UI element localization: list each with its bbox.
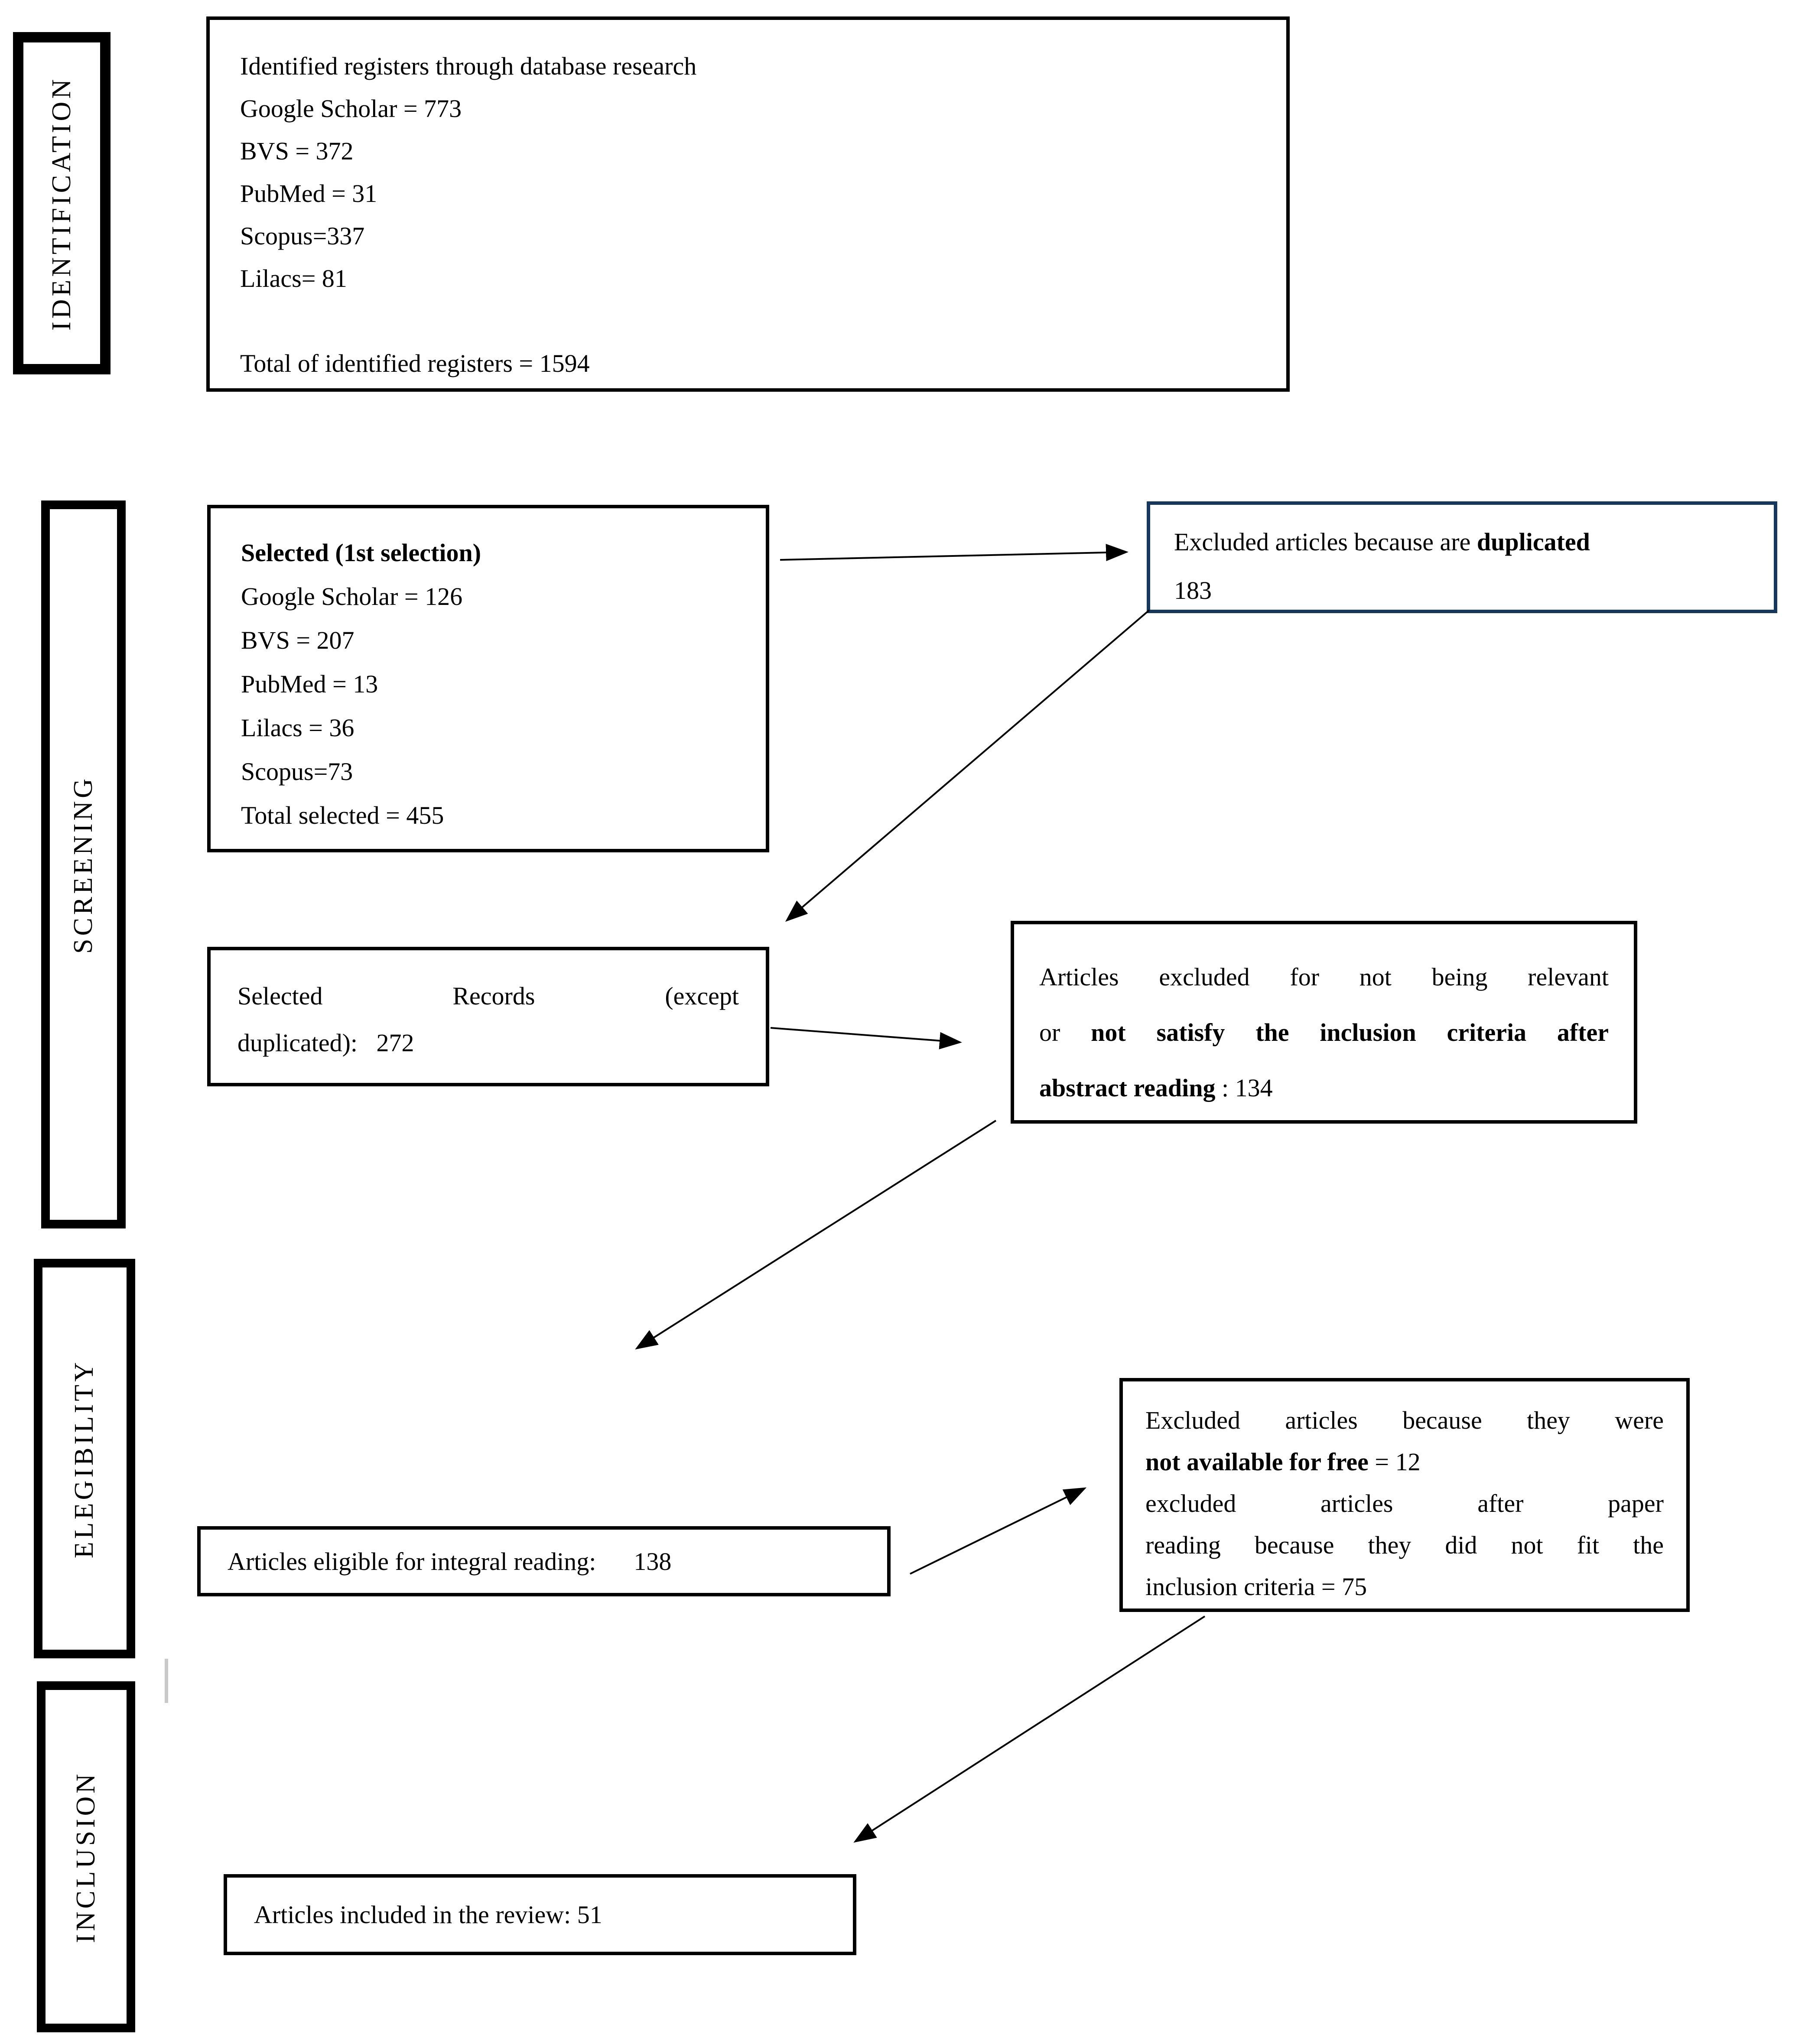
excluded-not-free-box: Excluded articles because they were not avai… (1119, 1378, 1690, 1612)
word: not (1091, 1018, 1126, 1046)
word: criteria (1447, 1018, 1527, 1046)
word: articles (1320, 1489, 1393, 1518)
selected-scopus: Scopus=73 (241, 757, 353, 786)
abstract-line3-count: : 134 (1215, 1074, 1273, 1102)
word: not (1511, 1531, 1543, 1559)
word: inclusion (1320, 1018, 1416, 1046)
selected-google-scholar: Google Scholar = 126 (241, 582, 463, 611)
included-articles-box: Articles included in the review: 51 (224, 1874, 856, 1955)
stage-identification: IDENTIFICATION (13, 32, 111, 374)
word: Excluded (1145, 1406, 1241, 1434)
abstract-line1: Articles excluded for not being relevant (1039, 949, 1609, 1005)
notfree-line4: reading because they did not fit the (1145, 1524, 1664, 1566)
word: because (1254, 1531, 1334, 1559)
stray-mark (165, 1659, 168, 1703)
included-articles-text: Articles included in the review: 51 (254, 1901, 602, 1929)
identified-pubmed: PubMed = 31 (240, 179, 377, 208)
identified-google-scholar: Google Scholar = 773 (240, 94, 462, 123)
word: (except (665, 982, 739, 1010)
arrow-notfree-to-included (853, 1615, 1206, 1843)
word: excluded (1159, 963, 1250, 991)
selected-title: Selected (1st selection) (241, 539, 481, 567)
stage-inclusion: INCLUSION (37, 1681, 135, 2032)
word: Articles (1039, 963, 1119, 991)
selected-records-box: Selected Records (except duplicated): 272 (207, 947, 769, 1086)
word: they (1527, 1406, 1570, 1434)
selected-total: Total selected = 455 (241, 801, 444, 829)
word: being (1431, 963, 1488, 991)
word: or (1039, 1018, 1060, 1046)
stage-elegibility-label: ELEGIBILITY (69, 1359, 99, 1558)
word: after (1477, 1489, 1524, 1518)
arrow-duplicated-to-records (785, 609, 1150, 922)
excluded-duplicated-count: 183 (1174, 576, 1212, 604)
notfree-line2-bold: not available for free (1145, 1448, 1369, 1476)
excluded-duplicated-regular: Excluded articles because are (1174, 528, 1477, 556)
word: were (1615, 1406, 1664, 1434)
word: satisfy (1156, 1018, 1225, 1046)
word: not (1359, 963, 1392, 991)
word: because (1402, 1406, 1482, 1434)
word: did (1445, 1531, 1477, 1559)
identified-title: Identified registers through database re… (240, 52, 697, 80)
notfree-line3: excluded articles after paper (1145, 1483, 1664, 1524)
word: after (1557, 1018, 1609, 1046)
word: they (1368, 1531, 1411, 1559)
stage-screening-label: SCREENING (68, 775, 98, 954)
excluded-duplicated-bold: duplicated (1477, 528, 1590, 556)
eligible-articles-box: Articles eligible for integral reading: … (197, 1526, 891, 1596)
stage-screening: SCREENING (41, 500, 126, 1228)
word: Records (452, 982, 535, 1010)
notfree-line1: Excluded articles because they were (1145, 1400, 1664, 1441)
arrow-eligible-to-notfree (910, 1487, 1087, 1575)
stage-inclusion-label: INCLUSION (71, 1771, 101, 1943)
stage-identification-label: IDENTIFICATION (47, 76, 77, 331)
notfree-line2-count: = 12 (1368, 1448, 1421, 1476)
notfree-line5: inclusion criteria = 75 (1145, 1573, 1367, 1601)
word: reading (1145, 1531, 1221, 1559)
selected-pubmed: PubMed = 13 (241, 670, 378, 698)
word: for (1290, 963, 1320, 991)
selected-lilacs: Lilacs = 36 (241, 714, 354, 742)
abstract-line2: or not satisfy the inclusion criteria after (1039, 1005, 1609, 1060)
excluded-duplicated-box: Excluded articles because are duplicated… (1147, 501, 1777, 613)
arrow-records-to-abstract (770, 1027, 962, 1050)
word: paper (1608, 1489, 1664, 1518)
notfree-line2: not available for free = 12 (1145, 1441, 1664, 1483)
identified-bvs: BVS = 372 (240, 137, 354, 165)
word: articles (1285, 1406, 1358, 1434)
arrow-abstract-to-eligible (635, 1120, 997, 1350)
word: Selected (237, 982, 323, 1010)
identified-spacer (240, 300, 1269, 342)
abstract-line3-bold: abstract reading (1039, 1074, 1216, 1102)
word: the (1633, 1531, 1664, 1559)
selected-records-line2: duplicated): 272 (237, 1029, 414, 1057)
identified-scopus: Scopus=337 (240, 222, 365, 250)
selected-records-line1: Selected Records (except (237, 973, 739, 1020)
selected-first-selection-box: Selected (1st selection) Google Scholar … (207, 505, 769, 852)
identified-lilacs: Lilacs= 81 (240, 264, 347, 292)
word: excluded (1145, 1489, 1236, 1518)
word: relevant (1528, 963, 1609, 991)
abstract-line3: abstract reading : 134 (1039, 1060, 1609, 1116)
stage-elegibility: ELEGIBILITY (34, 1259, 135, 1658)
word: the (1255, 1018, 1289, 1046)
selected-bvs: BVS = 207 (241, 626, 354, 654)
identified-registers-box: Identified registers through database re… (206, 16, 1290, 392)
identified-total: Total of identified registers = 1594 (240, 349, 590, 377)
excluded-duplicated-text: Excluded articles because are duplicated (1174, 518, 1756, 566)
excluded-abstract-reading-box: Articles excluded for not being relevant or no… (1011, 921, 1637, 1124)
arrow-selected-to-duplicated (780, 543, 1129, 561)
word: fit (1577, 1531, 1600, 1559)
eligible-articles-text: Articles eligible for integral reading: … (228, 1547, 672, 1576)
